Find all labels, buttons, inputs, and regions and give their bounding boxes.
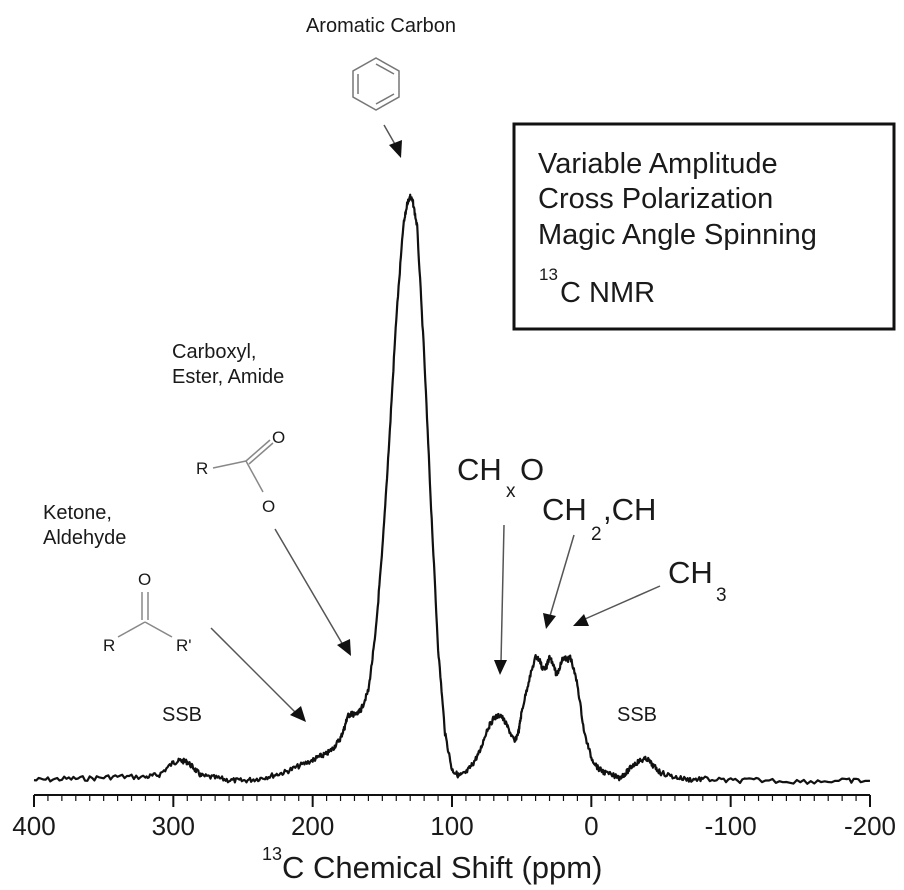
x-tick-label: 100 xyxy=(430,811,473,841)
spectrum-trace xyxy=(33,193,871,785)
label-ssb-right: SSB xyxy=(617,704,657,726)
label-ch2-ch: CH 2 ,CH xyxy=(542,492,656,545)
label-carboxyl-line-2: Ester, Amide xyxy=(172,366,284,388)
carboxyl-struct-o-top: O xyxy=(272,428,285,447)
label-aromatic-carbon: Aromatic Carbon xyxy=(306,15,456,37)
x-axis-label-superscript: 13 xyxy=(262,844,282,864)
label-ketone-line-1: Ketone, xyxy=(43,502,112,524)
x-axis-label: 13 C Chemical Shift (ppm) xyxy=(262,844,602,885)
arrow-carboxyl xyxy=(274,528,351,656)
ketone-struct-r-prime: R' xyxy=(176,636,192,655)
label-chxo-sub: x xyxy=(506,481,516,502)
arrow-ch2-ch xyxy=(543,534,575,629)
label-chxo-end: O xyxy=(520,452,544,487)
method-line-2: Cross Polarization xyxy=(538,183,773,215)
arrow-chxo xyxy=(494,524,507,675)
method-box: Variable Amplitude Cross Polarization Ma… xyxy=(512,122,896,331)
method-nmr-label: C NMR xyxy=(560,277,655,309)
label-ketone-line-2: Aldehyde xyxy=(43,527,126,549)
label-ch3-main: CH xyxy=(668,555,713,590)
arrow-ch3 xyxy=(573,585,661,626)
label-carboxyl-line-1: Carboxyl, xyxy=(172,341,256,363)
x-axis-label-text: C Chemical Shift (ppm) xyxy=(282,850,602,885)
label-ch2ch-sub: 2 xyxy=(591,524,602,545)
label-ch3-sub: 3 xyxy=(716,585,727,606)
label-ch2ch-end: ,CH xyxy=(603,492,656,527)
ketone-struct-r: R xyxy=(103,636,115,655)
label-chxo-main: CH xyxy=(457,452,502,487)
method-line-1: Variable Amplitude xyxy=(538,148,778,180)
x-tick-label: 300 xyxy=(152,811,195,841)
label-chxo: CH x O xyxy=(457,452,544,502)
ketone-struct-o: O xyxy=(138,570,151,589)
benzene-ring-icon xyxy=(352,57,400,111)
label-ch2ch-main: CH xyxy=(542,492,587,527)
carboxyl-struct-o-bottom: O xyxy=(262,497,275,516)
carboxyl-struct-r: R xyxy=(196,459,208,478)
method-line-3: Magic Angle Spinning xyxy=(538,219,817,251)
label-ssb-left: SSB xyxy=(162,704,202,726)
x-tick-label: 400 xyxy=(12,811,55,841)
x-tick-label: 200 xyxy=(291,811,334,841)
method-box-border xyxy=(512,122,896,331)
arrow-aromatic xyxy=(383,124,402,158)
arrow-ketone xyxy=(210,627,306,722)
x-tick-label: -200 xyxy=(844,811,896,841)
method-nmr-superscript: 13 xyxy=(539,265,558,284)
x-tick-label: 0 xyxy=(584,811,598,841)
label-ch3: CH 3 xyxy=(668,555,727,606)
carboxyl-structure-icon: R O O xyxy=(196,428,285,516)
x-axis: 400 300 200 100 0 -100 -200 xyxy=(12,794,896,841)
x-tick-label: -100 xyxy=(705,811,757,841)
ketone-structure-icon: O R R' xyxy=(103,570,192,655)
